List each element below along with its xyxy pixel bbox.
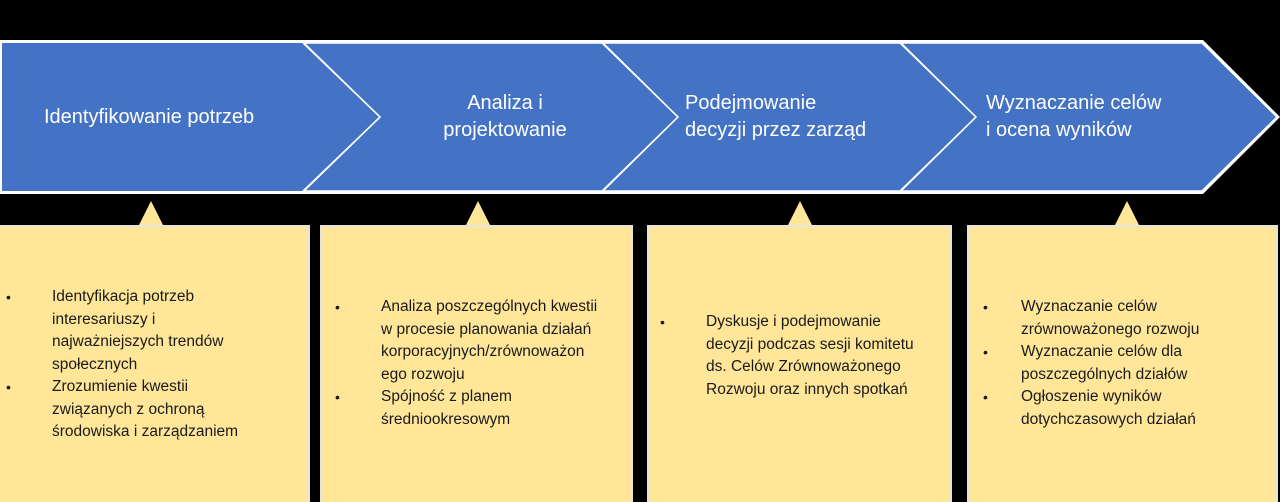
list-item: •Ogłoszenie wyników dotychczasowych dzia… [983, 388, 1196, 428]
callout-pointer-2 [465, 201, 491, 227]
bullet-icon: • [660, 314, 665, 330]
callout-pointer-3 [787, 201, 813, 227]
stage-2-label: Analiza i projektowanie [395, 42, 615, 192]
bullet-icon: • [335, 389, 340, 405]
list-item: •Wyznaczanie celów zrównoważonego rozwoj… [983, 298, 1200, 338]
callout-pointer-4 [1114, 201, 1140, 227]
stage-3-title: Podejmowanie decyzji przez zarząd [685, 92, 867, 141]
list-item: •Wyznaczanie celów dla poszczególnych dz… [983, 343, 1188, 383]
bullet-icon: • [983, 344, 988, 360]
stage-3-detail-box: •Dyskusje i podejmowanie decyzji podczas… [647, 225, 952, 502]
stage-2-detail-box: •Analiza poszczególnych kwestii w proces… [320, 225, 633, 502]
bullet-icon: • [335, 299, 340, 315]
chevron-stage-4 [899, 42, 1279, 192]
bullet-icon: • [6, 379, 11, 395]
chevron-divider-1 [302, 42, 382, 192]
bullet-icon: • [983, 389, 988, 405]
stage-1-label: Identyfikowanie potrzeb [44, 42, 314, 192]
list-item: •Dyskusje i podejmowanie decyzji podczas… [660, 313, 914, 398]
stage-4-detail-box: •Wyznaczanie celów zrównoważonego rozwoj… [967, 225, 1278, 502]
callout-pointer-1 [138, 201, 164, 227]
list-item: •Spójność z planem średniookresowym [335, 388, 512, 428]
stage-4-label: Wyznaczanie celów i ocena wyników [986, 42, 1216, 192]
list-item: •Analiza poszczególnych kwestii w proces… [335, 298, 598, 383]
stage-2-title: Analiza i projektowanie [443, 92, 567, 141]
stage-1-detail-list: •Identyfikacja potrzeb interesariuszy i … [6, 286, 238, 444]
list-item: •Identyfikacja potrzeb interesariuszy i … [6, 288, 224, 373]
stage-4-title: Wyznaczanie celów i ocena wyników [986, 92, 1162, 141]
chevron-stage-1 [2, 43, 380, 191]
stage-1-detail-box: •Identyfikacja potrzeb interesariuszy i … [0, 225, 310, 502]
stage-4-detail-list: •Wyznaczanie celów zrównoważonego rozwoj… [983, 296, 1199, 431]
bullet-icon: • [983, 299, 988, 315]
list-item: •Zrozumienie kwestii związanych z ochron… [6, 378, 239, 440]
stage-1-title: Identyfikowanie potrzeb [44, 105, 255, 128]
stage-2-detail-list: •Analiza poszczególnych kwestii w proces… [335, 296, 597, 431]
bullet-icon: • [6, 289, 11, 305]
stage-3-detail-list: •Dyskusje i podejmowanie decyzji podczas… [660, 311, 914, 401]
stage-3-label: Podejmowanie decyzji przez zarząd [685, 42, 915, 192]
